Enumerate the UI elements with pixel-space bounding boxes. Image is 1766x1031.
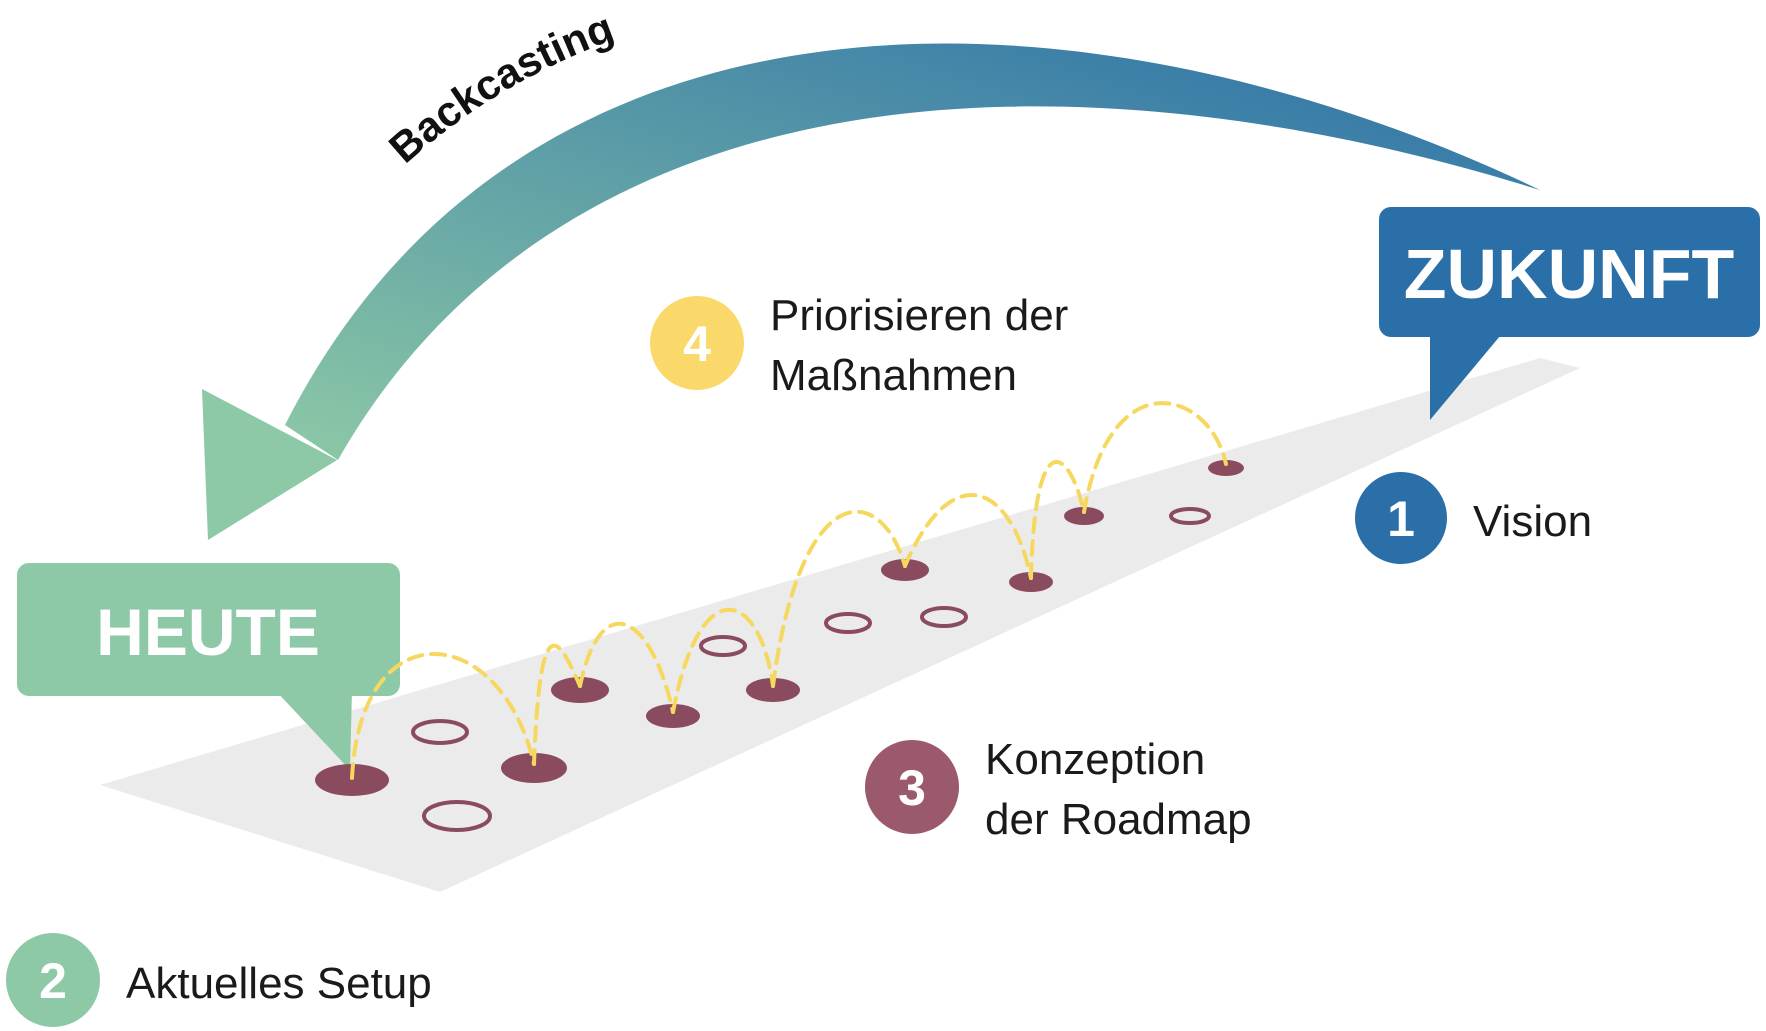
step-1-number: 1 (1387, 491, 1415, 547)
milestone-filled-2 (501, 753, 567, 783)
jump-path-6 (903, 493, 1033, 580)
jump-paths-group (350, 401, 1228, 780)
milestone-open-1 (411, 719, 469, 745)
today-bubble: HEUTE (17, 563, 400, 770)
step-3-number: 3 (898, 760, 926, 816)
step-4-label-line2: Maßnahmen (770, 351, 1017, 400)
milestone-filled-6 (881, 559, 929, 581)
jump-path-1 (350, 652, 536, 780)
milestone-open-3 (699, 635, 747, 657)
jump-path-7 (1029, 460, 1086, 580)
milestone-open-2 (422, 800, 492, 832)
step-2-label: Aktuelles Setup (126, 959, 432, 1008)
jump-path-5 (771, 509, 907, 688)
step-4: 4 Priorisieren der Maßnahmen (650, 291, 1068, 400)
step-3-label-line2: der Roadmap (985, 795, 1252, 844)
milestone-open-5 (920, 606, 968, 628)
jump-path-2 (532, 643, 582, 766)
milestones-group (315, 460, 1244, 832)
step-1-label: Vision (1473, 497, 1592, 546)
jump-path-4 (671, 607, 775, 714)
step-1-badge (1355, 472, 1447, 564)
step-1: 1 Vision (1355, 472, 1592, 564)
milestone-filled-8 (1064, 507, 1104, 525)
milestone-open-6 (1169, 507, 1211, 525)
milestone-open-4 (824, 612, 872, 634)
step-4-badge (650, 296, 744, 390)
milestone-filled-4 (646, 704, 700, 728)
milestone-filled-9 (1208, 460, 1244, 476)
milestone-filled-3 (551, 677, 609, 703)
future-label: ZUKUNFT (1404, 235, 1734, 313)
step-3: 3 Konzeption der Roadmap (865, 735, 1252, 844)
jump-path-3 (578, 621, 675, 714)
step-4-label-line1: Priorisieren der (770, 291, 1068, 340)
step-3-badge (865, 740, 959, 834)
step-2-number: 2 (39, 953, 67, 1009)
step-2-badge (6, 933, 100, 1027)
step-4-number: 4 (683, 316, 711, 372)
milestone-filled-7 (1009, 572, 1053, 592)
step-3-label-line1: Konzeption (985, 735, 1205, 784)
milestone-filled-5 (746, 678, 800, 702)
future-bubble: ZUKUNFT (1379, 207, 1760, 420)
jump-path-8 (1082, 401, 1228, 514)
road-surface (100, 358, 1580, 892)
milestone-filled-1 (315, 764, 389, 796)
today-label: HEUTE (96, 595, 320, 669)
step-2: 2 Aktuelles Setup (6, 933, 432, 1027)
